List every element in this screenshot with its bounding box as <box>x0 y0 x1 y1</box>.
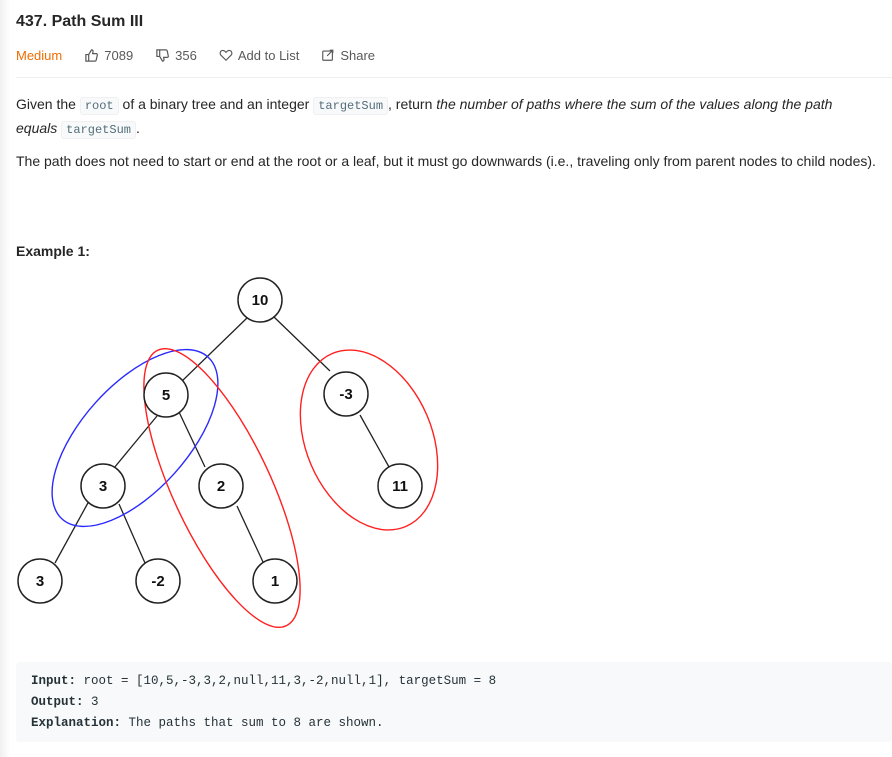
example-input-line: Input: root = [10,5,-3,3,2,null,11,3,-2,… <box>31 674 496 688</box>
inline-code-root: root <box>79 97 119 115</box>
tree-edge <box>118 503 146 564</box>
description-paragraph-2: The path does not need to start or end a… <box>16 153 876 169</box>
add-to-list-label: Add to List <box>237 47 300 63</box>
output-value: 3 <box>83 695 99 709</box>
tree-edge <box>273 316 331 372</box>
tree-node-label: 3 <box>36 573 44 590</box>
tree-edge <box>179 316 249 384</box>
share-label: Share <box>340 47 376 63</box>
inline-code-targetsum: targetSum <box>61 121 136 139</box>
example-title: Example 1: <box>16 243 90 259</box>
problem-title: 437. Path Sum III <box>16 13 144 30</box>
difficulty-badge: Medium <box>16 47 63 63</box>
path-ellipse-blue <box>51 348 219 528</box>
desc-emphasis: the number of paths where the sum of the… <box>16 96 833 136</box>
description-paragraph-1: Given the root of a binary tree and an i… <box>16 93 876 141</box>
tree-node-label: 5 <box>162 387 170 404</box>
tree-node-label: 11 <box>392 478 408 495</box>
explanation-value: The paths that sum to 8 are shown. <box>121 716 384 730</box>
tree-node-label: -2 <box>151 573 164 590</box>
input-label: Input: <box>31 674 77 688</box>
tree-node-label: 3 <box>99 478 107 495</box>
example-output-line: Output: 3 <box>31 695 99 709</box>
thumbs-up-icon <box>85 48 99 62</box>
path-ellipse-red <box>299 349 439 531</box>
path-ellipse-red <box>143 347 301 629</box>
tree-edge <box>236 505 264 563</box>
like-count: 7089 <box>104 47 134 63</box>
tree-edge <box>178 411 206 468</box>
dislike-count: 356 <box>175 47 197 63</box>
output-label: Output: <box>31 695 84 709</box>
problem-meta-bar: Medium 7089 356 Add to List Share <box>16 46 397 64</box>
example-tree-diagram: 10 5 -3 3 2 11 3 -2 1 <box>17 277 439 629</box>
tree-node-label: 2 <box>217 478 225 495</box>
sidebar-edge <box>0 0 10 757</box>
desc-text: Given the <box>16 96 80 112</box>
dislike-button[interactable]: 356 <box>155 48 197 63</box>
example-explanation-line: Explanation: The paths that sum to 8 are… <box>31 716 384 730</box>
desc-text: , return <box>388 96 437 112</box>
tree-edge <box>54 500 90 564</box>
tree-node-label: 10 <box>252 292 269 309</box>
tree-edge <box>113 415 158 469</box>
desc-text: of a binary tree and an integer <box>118 96 314 112</box>
example-code-block: Input: root = [10,5,-3,3,2,null,11,3,-2,… <box>16 662 892 742</box>
share-button[interactable]: Share <box>321 48 375 63</box>
tree-node-label: -3 <box>339 386 352 403</box>
heart-icon <box>219 49 233 62</box>
desc-text: . <box>135 120 140 136</box>
add-to-list-button[interactable]: Add to List <box>219 48 299 63</box>
thumbs-down-icon <box>156 48 170 62</box>
input-value: root = [10,5,-3,3,2,null,11,3,-2,null,1]… <box>76 674 497 688</box>
share-icon <box>322 49 334 61</box>
like-button[interactable]: 7089 <box>84 48 133 63</box>
explanation-label: Explanation: <box>31 716 122 730</box>
inline-code-targetsum: targetSum <box>313 97 389 115</box>
tree-edge <box>359 414 390 468</box>
header-divider <box>16 77 892 78</box>
tree-node-label: 1 <box>271 573 279 590</box>
